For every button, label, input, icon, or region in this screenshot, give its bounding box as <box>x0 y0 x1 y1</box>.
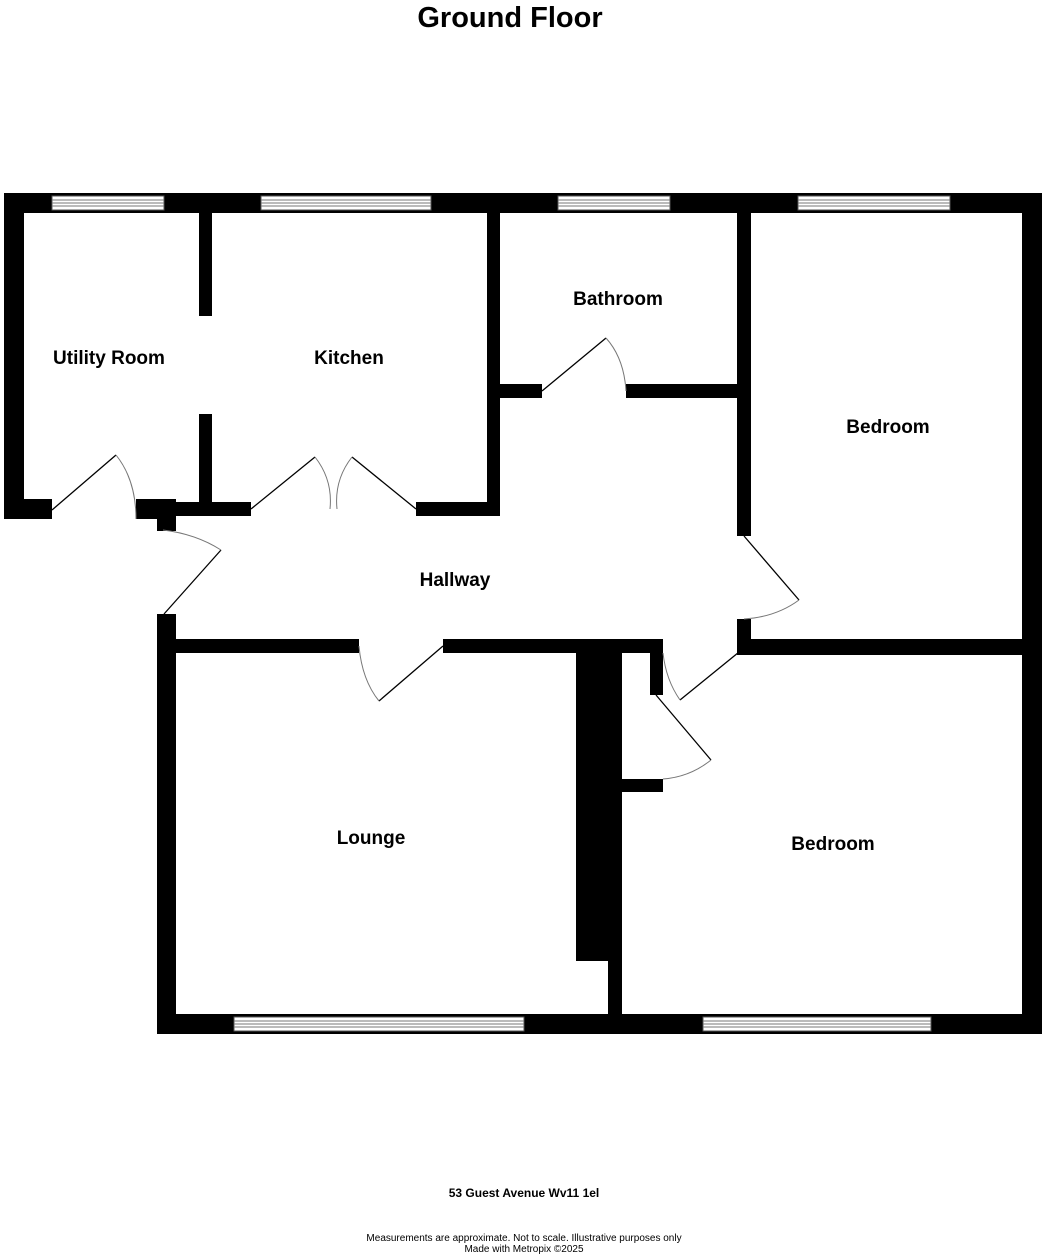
wall-kitchen-bathroom <box>487 208 500 516</box>
wall-left-utility <box>4 193 24 519</box>
wall-bathroom-bottom-right <box>626 384 750 398</box>
room-label-kitchen: Kitchen <box>314 348 384 369</box>
wall-kitchen-bottom-right <box>416 502 500 516</box>
wall-utility-corner <box>157 499 176 531</box>
wall-kitchen-bottom-left <box>176 502 251 516</box>
room-label-lounge: Lounge <box>337 828 406 849</box>
window-kitchen <box>260 195 432 211</box>
wall-lounge-top-left <box>157 639 359 653</box>
disclaimer: Measurements are approximate. Not to sca… <box>0 1233 1048 1255</box>
door-bathroom <box>541 337 627 392</box>
floor-title: Ground Floor <box>417 2 603 34</box>
walls <box>4 193 1042 1034</box>
window-bathroom <box>557 195 671 211</box>
wall-bathroom-bedroom <box>737 208 751 536</box>
wall-utility-kitchen-lower <box>199 414 212 514</box>
door-kitchen-right <box>336 456 417 510</box>
room-label-bedroom-1: Bedroom <box>846 417 929 438</box>
windows <box>51 195 951 1032</box>
room-label-utility: Utility Room <box>53 348 165 369</box>
door-kitchen-left <box>250 456 331 510</box>
wall-lounge-bedroom2 <box>608 639 622 1034</box>
wall-utility-kitchen-upper <box>199 208 212 316</box>
window-bedroom1 <box>797 195 951 211</box>
disclaimer-line-2: Made with Metropix ©2025 <box>464 1244 584 1255</box>
window-lounge <box>233 1016 525 1032</box>
door-front <box>162 529 222 615</box>
door-cupboard <box>655 694 712 780</box>
wall-bedrooms-divider <box>737 639 1042 655</box>
window-utility <box>51 195 165 211</box>
wall-cupboard-side <box>650 639 663 695</box>
door-bedroom2 <box>662 647 745 701</box>
door-lounge <box>358 645 444 702</box>
room-label-bathroom: Bathroom <box>573 289 663 310</box>
disclaimer-line-1: Measurements are approximate. Not to sca… <box>366 1233 682 1244</box>
wall-right <box>1022 193 1042 1034</box>
room-label-bedroom-2: Bedroom <box>791 834 874 855</box>
doors <box>51 337 800 780</box>
wall-lounge-top-right <box>443 639 663 653</box>
room-label-hallway: Hallway <box>420 570 491 591</box>
wall-lounge-left <box>157 614 176 1034</box>
door-utility <box>51 454 137 520</box>
property-address: 53 Guest Avenue Wv11 1el <box>448 1186 600 1200</box>
chimney-breast <box>576 653 608 961</box>
door-bedroom1 <box>743 535 800 620</box>
wall-cupboard-bottom <box>608 779 663 792</box>
wall-utility-bottom-left <box>4 499 52 519</box>
window-bedroom2 <box>702 1016 932 1032</box>
wall-bathroom-bottom-left <box>487 384 542 398</box>
